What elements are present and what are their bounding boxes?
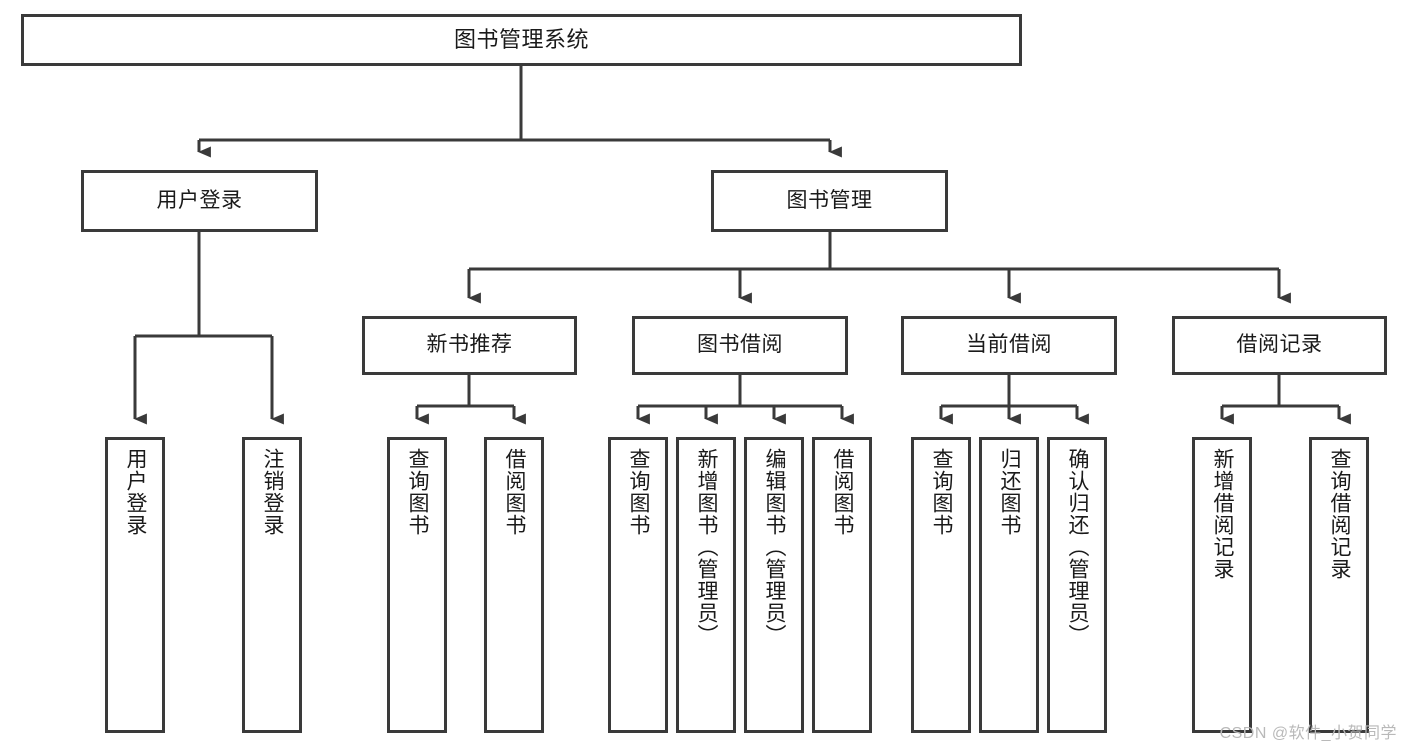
node-label: 确认归还（管理员） [1066, 448, 1090, 646]
node-book-manage[interactable]: 图书管理 [711, 170, 948, 232]
leaf-add-borrow-record[interactable]: 新增借阅记录 [1192, 437, 1252, 733]
leaf-query-borrow-record[interactable]: 查询借阅记录 [1309, 437, 1369, 733]
watermark-text: CSDN @软件_小贺同学 [1219, 725, 1397, 742]
node-label: 新增图书（管理员） [695, 448, 719, 646]
node-label: 注销登录 [261, 448, 285, 536]
node-label: 用户登录 [124, 448, 148, 536]
node-label: 查询借阅记录 [1328, 448, 1352, 580]
node-user-login[interactable]: 用户登录 [81, 170, 318, 232]
node-label: 归还图书 [998, 448, 1022, 536]
leaf-query-book-current[interactable]: 查询图书 [911, 437, 971, 733]
leaf-borrow-book-recommend[interactable]: 借阅图书 [484, 437, 544, 733]
node-label: 图书管理 [786, 188, 873, 212]
node-label: 当前借阅 [966, 333, 1052, 357]
node-label: 借阅图书 [503, 448, 527, 536]
node-borrow-record[interactable]: 借阅记录 [1172, 316, 1387, 375]
leaf-confirm-return[interactable]: 确认归还（管理员） [1047, 437, 1107, 733]
node-label: 图书管理系统 [453, 27, 589, 53]
node-label: 新书推荐 [426, 333, 513, 357]
node-label: 借阅记录 [1236, 333, 1323, 357]
node-label: 用户登录 [156, 188, 243, 212]
node-book-borrow[interactable]: 图书借阅 [632, 316, 848, 375]
node-label: 图书借阅 [697, 333, 783, 357]
node-label: 编辑图书（管理员） [763, 448, 787, 646]
node-label: 借阅图书 [831, 448, 855, 536]
node-root-system[interactable]: 图书管理系统 [21, 14, 1022, 66]
leaf-query-book-recommend[interactable]: 查询图书 [387, 437, 447, 733]
leaf-user-login[interactable]: 用户登录 [105, 437, 165, 733]
leaf-return-book[interactable]: 归还图书 [979, 437, 1039, 733]
node-current-borrow[interactable]: 当前借阅 [901, 316, 1117, 375]
node-label: 查询图书 [930, 448, 954, 536]
node-label: 新增借阅记录 [1211, 448, 1235, 580]
leaf-borrow-book[interactable]: 借阅图书 [812, 437, 872, 733]
leaf-edit-book[interactable]: 编辑图书（管理员） [744, 437, 804, 733]
node-label: 查询图书 [406, 448, 430, 536]
leaf-add-book[interactable]: 新增图书（管理员） [676, 437, 736, 733]
leaf-logout[interactable]: 注销登录 [242, 437, 302, 733]
node-label: 查询图书 [627, 448, 651, 536]
node-new-book-recommend[interactable]: 新书推荐 [362, 316, 577, 375]
leaf-query-book-borrow[interactable]: 查询图书 [608, 437, 668, 733]
